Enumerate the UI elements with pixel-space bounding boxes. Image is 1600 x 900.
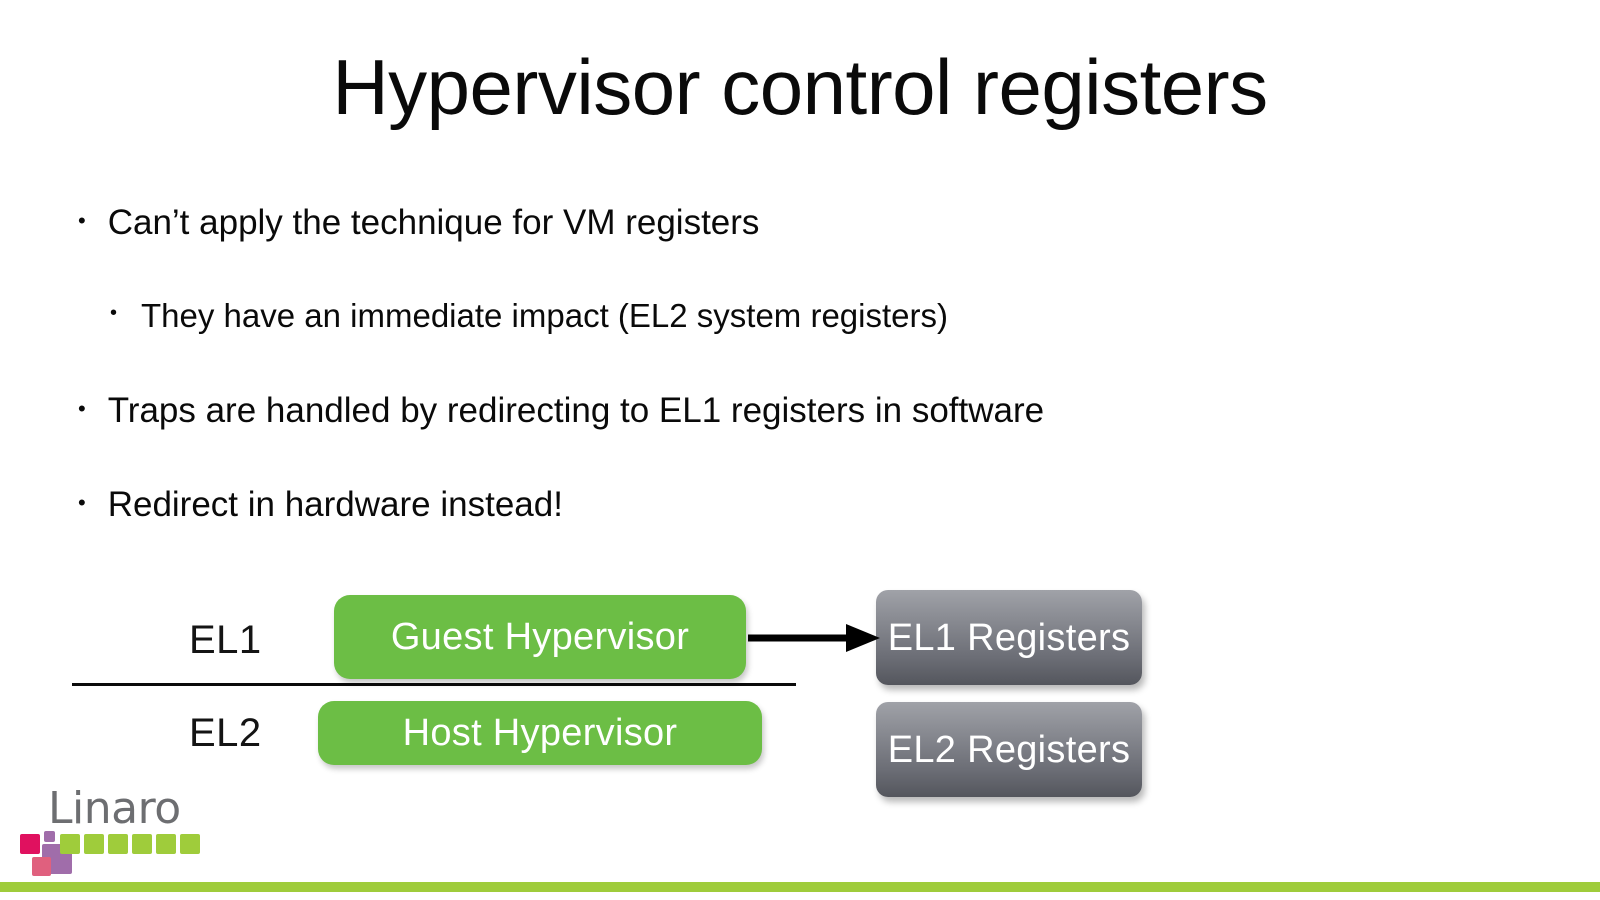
list-item-text: Can’t apply the technique for VM registe… — [107, 203, 760, 242]
logo-square-green-6 — [180, 834, 200, 854]
list-item-text: Redirect in hardware instead! — [107, 485, 563, 524]
guest-hypervisor-box: Guest Hypervisor — [334, 595, 746, 679]
logo-square-green-5 — [156, 834, 176, 854]
bullet-list: • Can’t apply the technique for VM regis… — [0, 198, 1600, 574]
host-hypervisor-label: Host Hypervisor — [402, 712, 678, 754]
bullet-marker-icon: • — [110, 302, 118, 324]
logo-square-rose — [32, 857, 51, 876]
bullet-marker-icon: • — [78, 396, 86, 421]
exception-level-divider — [72, 683, 796, 686]
el2-registers-box: EL2 Registers — [876, 702, 1142, 797]
bottom-accent-bar — [0, 882, 1600, 892]
logo-square-green-4 — [132, 834, 152, 854]
bullet-marker-icon: • — [78, 490, 86, 515]
host-hypervisor-box: Host Hypervisor — [318, 701, 762, 765]
guest-hypervisor-label: Guest Hypervisor — [390, 616, 690, 658]
list-item: • Redirect in hardware instead! — [0, 480, 1600, 529]
el1-registers-box: EL1 Registers — [876, 590, 1142, 685]
logo-square-green-1 — [60, 834, 80, 854]
redirect-arrow-icon — [748, 624, 880, 652]
list-item: • Can’t apply the technique for VM regis… — [0, 198, 1600, 247]
logo-square-green-2 — [84, 834, 104, 854]
logo-square-green-3 — [108, 834, 128, 854]
list-item: • They have an immediate impact (EL2 sys… — [0, 292, 1600, 339]
linaro-logo: Linaro — [18, 783, 218, 876]
logo-square-pink — [20, 834, 40, 854]
el2-level-label: EL2 — [189, 711, 262, 755]
logo-square-purple-small — [44, 831, 55, 842]
linaro-wordmark: Linaro — [48, 783, 181, 834]
list-item: • Traps are handled by redirecting to EL… — [0, 386, 1600, 435]
list-item-text: Traps are handled by redirecting to EL1 … — [107, 391, 1045, 430]
el1-level-label: EL1 — [189, 618, 262, 662]
el1-registers-label: EL1 Registers — [887, 616, 1131, 659]
el2-registers-label: EL2 Registers — [887, 728, 1131, 771]
list-item-text: They have an immediate impact (EL2 syste… — [141, 297, 948, 334]
bullet-marker-icon: • — [78, 208, 86, 233]
page-title: Hypervisor control registers — [332, 43, 1268, 131]
